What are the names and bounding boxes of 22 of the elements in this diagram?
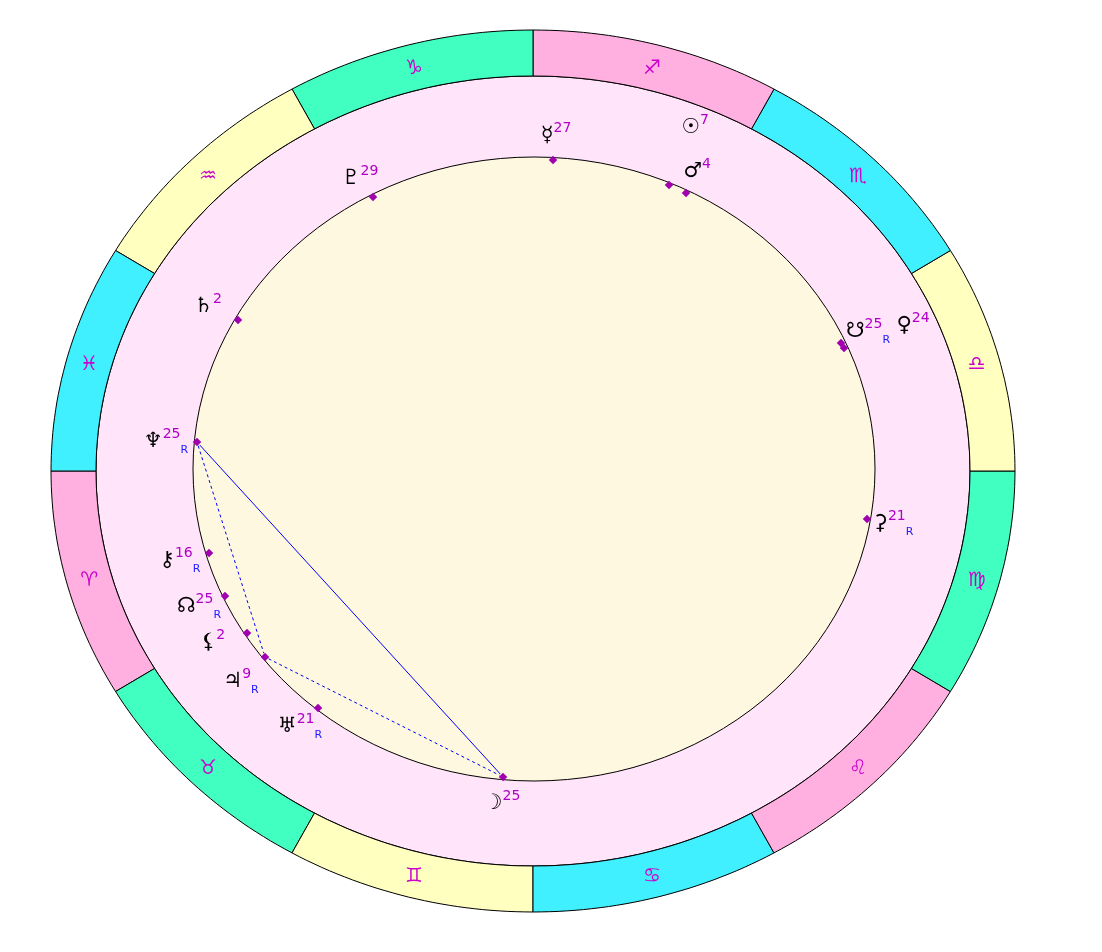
zodiac-sign-glyph: ♋ [642,862,661,887]
planet-glyph-label: ♄$^{2}$ [194,290,222,316]
zodiac-sign-glyph: ♉ [199,754,218,779]
aspect-line [197,445,265,654]
zodiac-sign-glyph: ♏ [848,163,867,188]
zodiac-sign-glyph: ♌ [848,754,867,779]
zodiac-sign-glyph: ♊ [405,862,424,887]
zodiac-sign-glyph: ♎ [967,350,986,375]
planet-glyph-label: ♂$^{4}$ [683,155,711,181]
planet-glyph-label: ☉$^{7}$ [681,111,709,137]
zodiac-sign-glyph: ♑ [405,55,424,80]
planet-glyph-label: ♀$^{24}$ [896,309,930,335]
planet-glyph-label: ☽$^{25}$ [483,787,521,813]
zodiac-sign-glyph: ♍ [967,567,986,592]
aspect-line [199,444,501,775]
planet-glyph-label: ♇$^{29}$ [341,162,379,188]
planet-glyph-label: ⚸$^{2}$ [200,626,226,652]
planet-glyph-label: ☿$^{27}$ [540,119,572,145]
zodiac-sign-glyph: ♈ [80,567,99,592]
zodiac-sign-glyph: ♓ [80,350,99,375]
zodiac-sign-glyph: ♐ [642,55,661,80]
zodiac-sign-glyph: ♒ [199,163,218,188]
